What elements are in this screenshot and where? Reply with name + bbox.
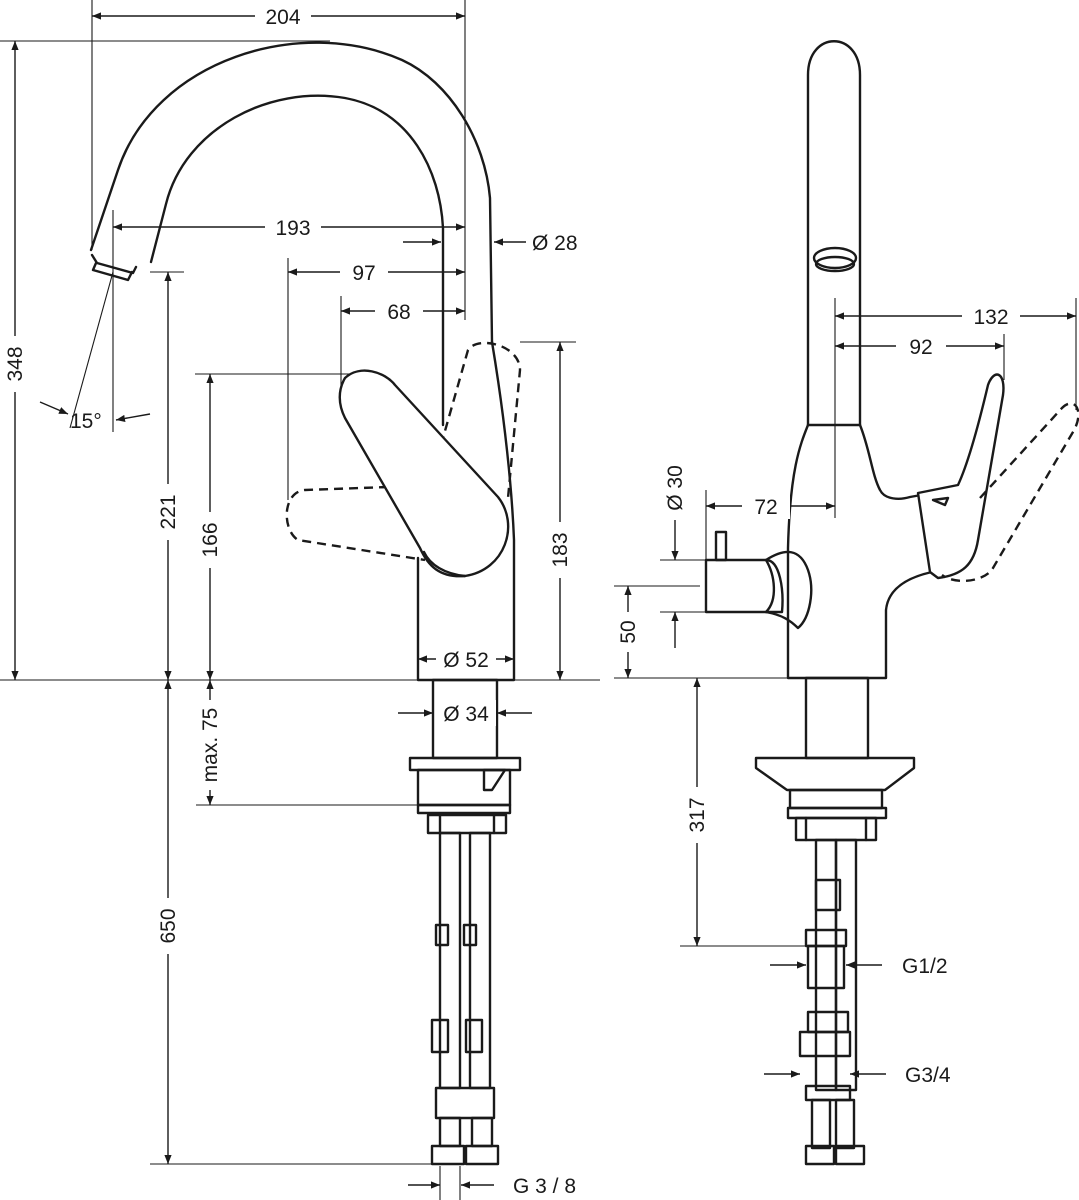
dim-193: 193 [275,217,310,240]
dim-dia-34: Ø 34 [443,703,489,726]
mounting-plate-front [754,756,916,792]
dim-317: 317 [686,797,709,832]
lever-front [916,373,1005,580]
faucet-side-view [89,41,522,1166]
aerator-front [812,246,858,270]
lever-handle [338,369,510,578]
spout-front [806,40,862,427]
faucet-body [416,340,516,682]
spout-inner [149,94,445,427]
lever-front-dashed [941,402,1079,583]
supply-hoses-front [798,838,866,1166]
dim-dia-30: Ø 30 [664,465,687,511]
shank-front [804,676,870,760]
valve-knob [714,530,728,562]
dim-166: 166 [199,522,222,557]
dim-650: 650 [157,908,180,943]
dim-dia-52: Ø 52 [443,649,489,672]
dim-g-1-2: G1/2 [902,955,948,978]
faucet-body-front [786,423,934,680]
aerator [90,253,138,275]
dim-68: 68 [387,301,410,324]
dim-183: 183 [549,532,572,567]
spout-outer [89,41,494,344]
dim-348: 348 [4,346,27,381]
side-view-dimensions: 204 193 Ø 28 97 68 348 15° 221 [0,0,600,1200]
dim-204: 204 [265,6,300,29]
dim-max-75: max. 75 [199,708,222,783]
dim-97: 97 [352,262,375,285]
dim-g-3-4: G3/4 [905,1064,951,1087]
faucet-front-view [704,40,1079,1166]
dim-132: 132 [973,306,1008,329]
dim-15-deg: 15° [70,410,102,433]
supply-hoses [430,831,500,1166]
fixing-nut [416,803,512,815]
front-view-dimensions: 132 92 72 Ø 30 50 317 G1/2 [614,298,1077,1087]
dim-dia-28: Ø 28 [532,232,578,255]
mounting-plate [408,756,522,772]
dim-72: 72 [754,496,777,519]
dim-221: 221 [157,494,180,529]
dim-50: 50 [617,620,640,643]
dim-g-3-8: G 3 / 8 [513,1175,576,1198]
dim-92: 92 [909,336,932,359]
